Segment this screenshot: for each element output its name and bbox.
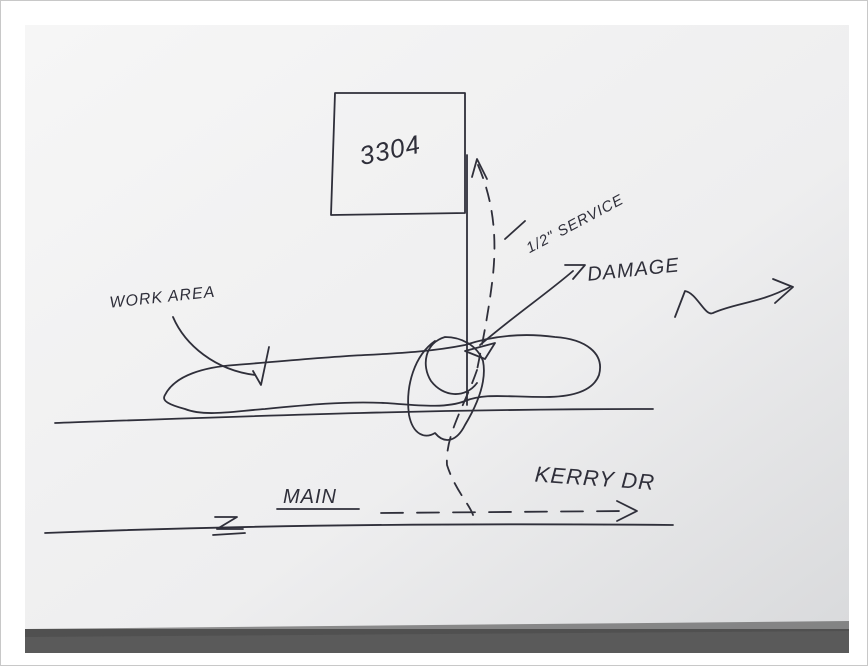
road-line-top: [54, 408, 654, 424]
main-symbol: [212, 516, 246, 536]
service-line: [446, 164, 496, 516]
sketch-photo: 3304 1/2" SERVICE DAMAGE WORK AREA MAIN: [25, 25, 849, 653]
damage-scribble: [407, 336, 485, 441]
main-line: [380, 510, 626, 514]
road-line-bottom: [44, 523, 674, 534]
paper-sheet: [25, 25, 849, 629]
main-label: MAIN: [283, 486, 337, 508]
work-area-outline: [163, 334, 601, 414]
damage-arrow: [479, 270, 574, 346]
north-arrow: [674, 278, 794, 318]
